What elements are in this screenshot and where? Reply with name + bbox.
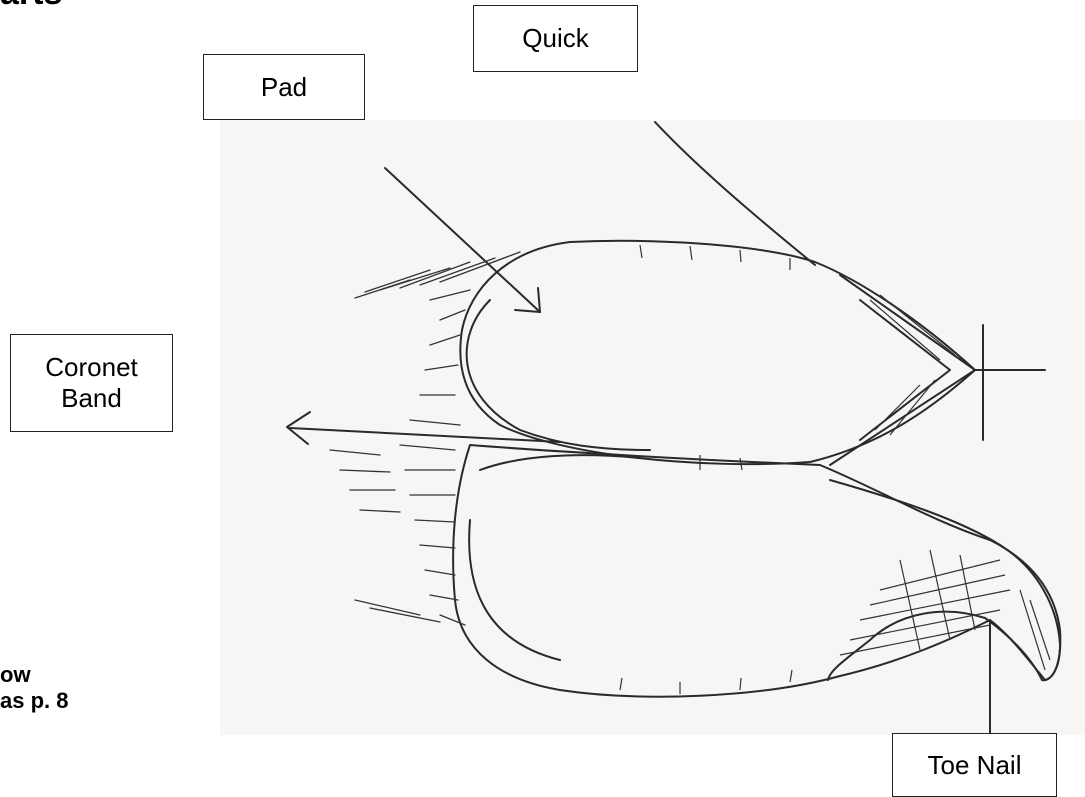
- pad-label-box: Pad: [203, 54, 365, 120]
- pad-label: Pad: [261, 72, 307, 103]
- toe-nail-label-box: Toe Nail: [892, 733, 1057, 797]
- caption-line-2: as p. 8: [0, 688, 68, 714]
- caption-fragment: ow as p. 8: [0, 662, 68, 714]
- quick-label-box: Quick: [473, 5, 638, 72]
- caption-line-1: ow: [0, 662, 68, 688]
- toe-nail-label: Toe Nail: [928, 750, 1022, 781]
- illustration-background: [220, 120, 1085, 735]
- coronet-band-label-line1: Coronet: [45, 352, 138, 383]
- coronet-band-label-box: Coronet Band: [10, 334, 173, 432]
- quick-label: Quick: [522, 23, 588, 54]
- coronet-band-label-line2: Band: [61, 383, 122, 414]
